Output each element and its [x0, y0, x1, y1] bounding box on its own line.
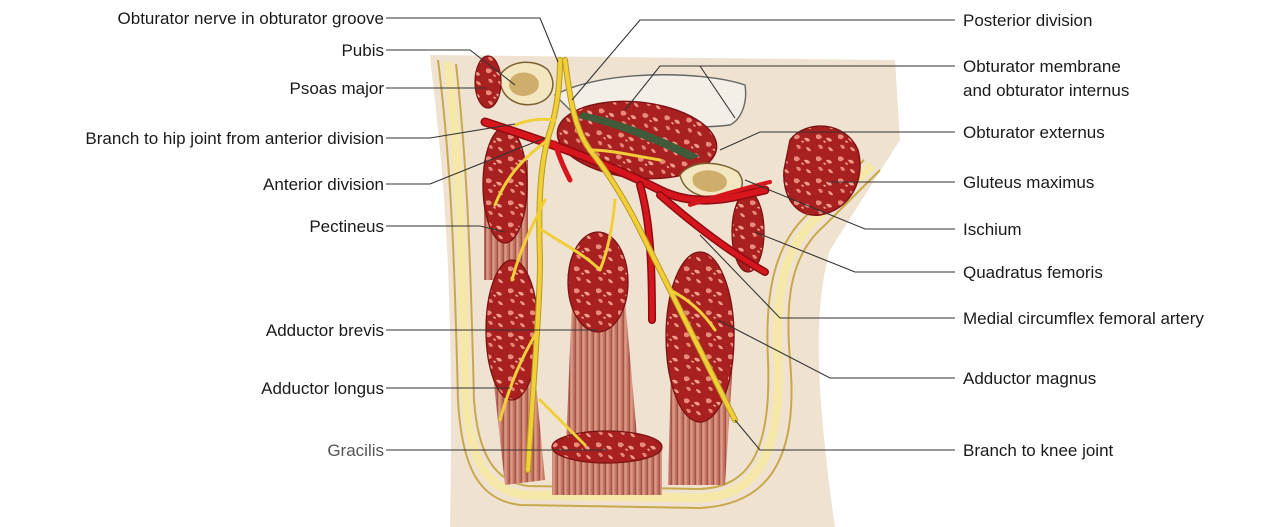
leader-obturator-nerve [386, 18, 558, 62]
label-psoas-major: Psoas major [290, 79, 384, 98]
label-pubis: Pubis [341, 41, 384, 60]
label-branch-knee: Branch to knee joint [963, 441, 1113, 460]
label-pectineus: Pectineus [309, 217, 384, 236]
label-obturator-externus: Obturator externus [963, 123, 1105, 142]
label-branch-hip: Branch to hip joint from anterior divisi… [85, 129, 384, 148]
label-gracilis: Gracilis [327, 441, 384, 460]
label-adductor-longus: Adductor longus [261, 379, 384, 398]
gracilis-shape [552, 431, 662, 463]
label-obturator-nerve: Obturator nerve in obturator groove [118, 9, 384, 28]
label-quadratus-femoris: Quadratus femoris [963, 263, 1103, 282]
label-gluteus-maximus: Gluteus maximus [963, 173, 1094, 192]
label-obturator-internus: and obturator internus [963, 81, 1129, 100]
label-adductor-magnus: Adductor magnus [963, 369, 1096, 388]
label-anterior-division: Anterior division [263, 175, 384, 194]
label-posterior-division: Posterior division [963, 11, 1092, 30]
label-adductor-brevis: Adductor brevis [266, 321, 384, 340]
label-medial-circumflex: Medial circumflex femoral artery [963, 309, 1204, 328]
label-ischium: Ischium [963, 220, 1022, 239]
label-obturator-membrane: Obturator membrane [963, 57, 1121, 76]
adductor-brevis-shape [568, 232, 628, 332]
